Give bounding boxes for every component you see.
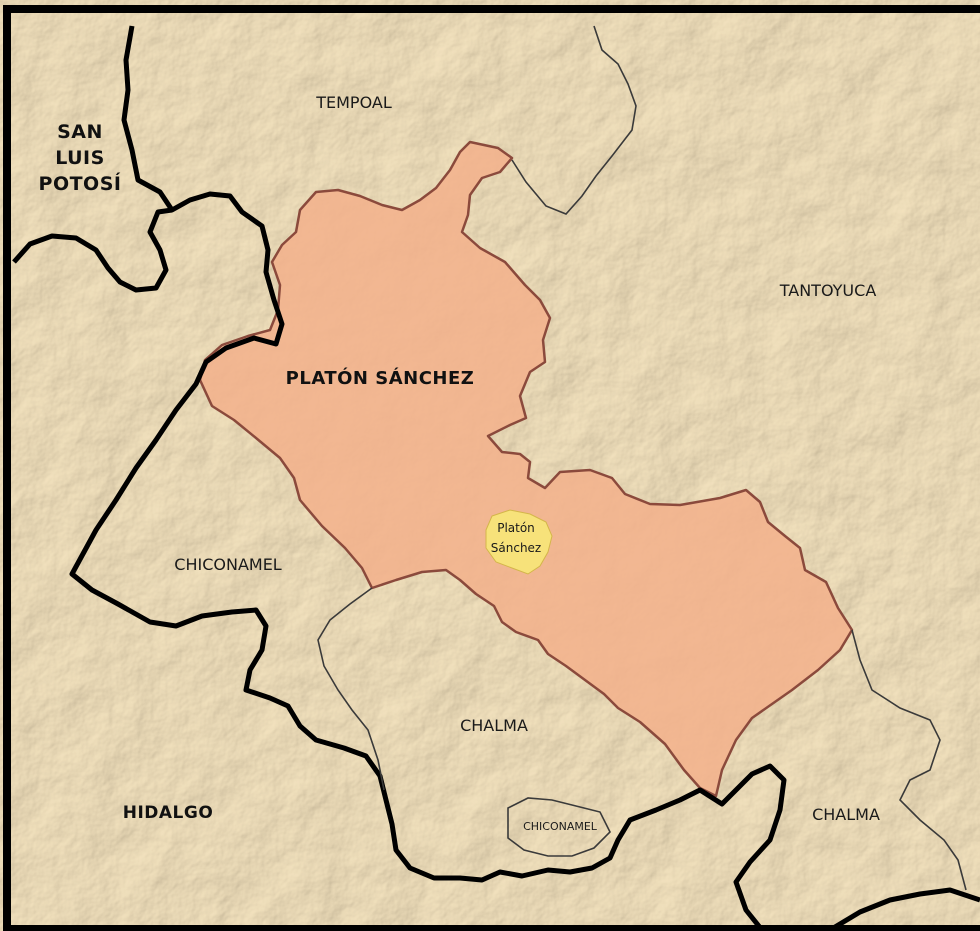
municipal-border-chiconamel-enclave: [507, 797, 611, 857]
label-town-line-1: Platón: [497, 521, 535, 535]
label-san-luis-potosi-2: LUIS: [55, 147, 105, 169]
map-border-frame: [3, 5, 980, 931]
state-border-southeast: [830, 887, 980, 927]
label-san-luis-potosi-1: SAN: [57, 121, 103, 143]
label-platon-sanchez: PLATÓN SÁNCHEZ: [286, 367, 475, 389]
label-hidalgo: HIDALGO: [123, 803, 214, 823]
label-chalma-center: CHALMA: [460, 716, 528, 735]
platon-sanchez-municipality: [198, 140, 854, 798]
platon-sanchez-town-area: [485, 509, 553, 575]
label-san-luis-potosi-3: POTOSÍ: [39, 172, 122, 195]
municipal-border-tempoal-east: [511, 25, 637, 215]
label-tempoal: TEMPOAL: [315, 93, 392, 112]
state-border-west: [69, 25, 787, 927]
label-chiconamel-small: CHICONAMEL: [523, 820, 598, 833]
label-town-line-2: Sánchez: [491, 541, 541, 555]
label-chiconamel: CHICONAMEL: [174, 555, 282, 574]
label-tantoyuca: TANTOYUCA: [779, 281, 877, 300]
label-chalma-east: CHALMA: [812, 805, 880, 824]
municipal-border-chalma: [317, 587, 385, 791]
municipal-border-chalma-east: [851, 629, 967, 891]
state-border-slp: [12, 207, 173, 293]
